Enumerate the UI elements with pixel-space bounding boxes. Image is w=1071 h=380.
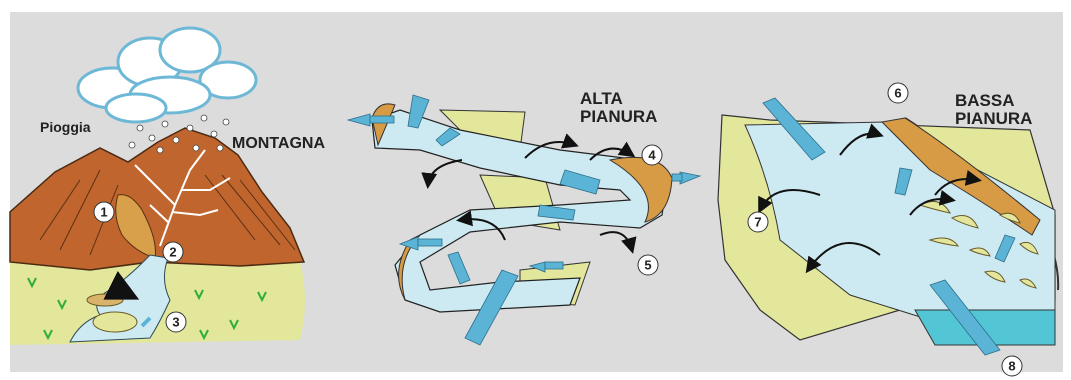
svg-text:6: 6 <box>894 86 901 101</box>
svg-text:8: 8 <box>1008 359 1015 374</box>
marker-7: 7 <box>748 212 768 232</box>
low-plain-label-line1: BASSA <box>955 91 1015 110</box>
svg-text:5: 5 <box>644 258 651 273</box>
marker-2: 2 <box>163 242 183 262</box>
marker-6: 6 <box>888 83 908 103</box>
svg-text:1: 1 <box>100 205 107 220</box>
marker-8: 8 <box>1002 356 1022 376</box>
svg-text:7: 7 <box>754 215 761 230</box>
marker-5: 5 <box>638 255 658 275</box>
svg-text:3: 3 <box>172 315 179 330</box>
high-plain-label-line2: PIANURA <box>580 107 657 126</box>
mountain-label: MONTAGNA <box>232 135 325 152</box>
svg-text:2: 2 <box>169 245 176 260</box>
marker-1: 1 <box>94 202 114 222</box>
marker-3: 3 <box>166 312 186 332</box>
svg-text:4: 4 <box>648 148 656 163</box>
marker-4: 4 <box>642 145 662 165</box>
rain-label: Pioggia <box>40 119 91 135</box>
high-plain-label-line1: ALTA <box>580 89 623 108</box>
low-plain-label-line2: PIANURA <box>955 109 1032 128</box>
